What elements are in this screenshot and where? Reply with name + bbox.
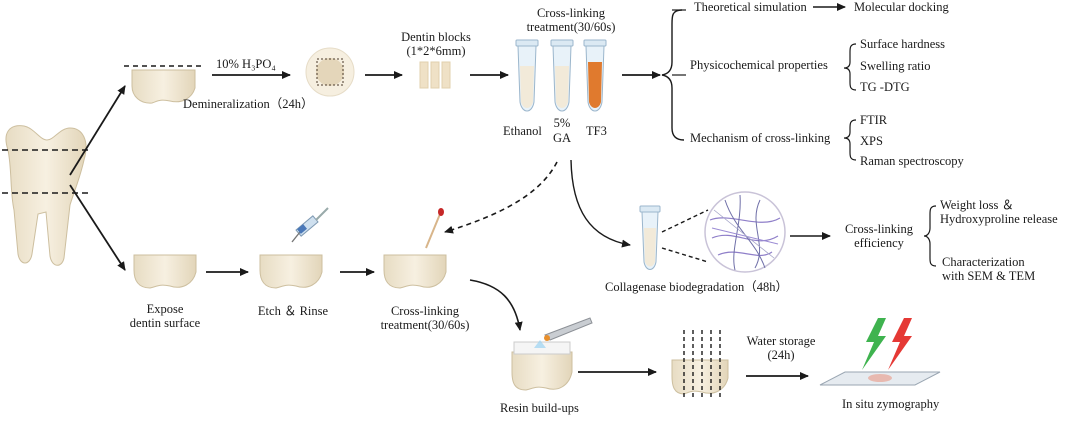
- arrow-to-collagenase: [570, 159, 631, 248]
- test-tube-icon: [583, 39, 607, 112]
- tf3-label: TF3: [586, 124, 607, 138]
- test-tube-icon: [639, 205, 661, 270]
- surface-hardness-label: Surface hardness: [860, 37, 946, 51]
- bracket-main: [661, 9, 685, 141]
- zoom-line-lower: [661, 247, 709, 263]
- arrow-to-resin: [469, 279, 523, 331]
- raman-label: Raman spectroscopy: [860, 154, 964, 168]
- mechanism-label: Mechanism of cross-linking: [690, 131, 831, 145]
- tooth-crown-icon: [131, 69, 196, 104]
- syringe-icon: [291, 207, 329, 243]
- expose-label-1: Expose: [146, 302, 184, 316]
- water-storage-label-1: Water storage: [746, 334, 816, 348]
- glass-slide-icon: [819, 371, 941, 386]
- tg-dtg-label: TG -DTG: [860, 80, 910, 94]
- crosslink-efficiency-label-1: Cross-linking: [844, 222, 914, 236]
- ethanol-label: Ethanol: [503, 124, 542, 138]
- tooth-crown-icon: [671, 359, 729, 395]
- crosslink-top-label-2: treatment(30/60s): [526, 20, 616, 34]
- resin-label: Resin build-ups: [500, 401, 579, 415]
- xps-label: XPS: [860, 134, 883, 148]
- dentin-blocks-label-1: Dentin blocks: [401, 30, 471, 44]
- ftir-label: FTIR: [860, 113, 888, 127]
- theoretical-simulation-label: Theoretical simulation: [694, 0, 807, 14]
- characterization-label-1: Characterization: [942, 255, 1025, 269]
- tooth-crown-icon: [383, 254, 447, 289]
- crosslink-efficiency-label-2: efficiency: [854, 236, 904, 250]
- dentin-disc-icon: [305, 47, 355, 97]
- weight-loss-label-2: Hydroxyproline release: [940, 212, 1058, 226]
- test-tube-icon: [550, 39, 574, 112]
- tooth-crown-icon: [133, 254, 197, 289]
- bracket-mechanism: [843, 119, 857, 161]
- in-situ-zymography-label: In situ zymography: [842, 397, 940, 411]
- weight-loss-label-1: Weight loss ＆: [940, 198, 1014, 212]
- collagen-fibers-icon: [704, 191, 786, 273]
- physicochemical-label: Physicochemical properties: [690, 58, 828, 72]
- swelling-ratio-label: Swelling ratio: [860, 59, 931, 73]
- demineralization-label: Demineralization（24h）: [183, 97, 314, 111]
- dentin-blocks-icon: [419, 61, 451, 89]
- collagenase-label: Collagenase biodegradation（48h）: [605, 280, 788, 294]
- crosslink-bottom-label-1: Cross-linking: [390, 304, 460, 318]
- lightning-bolt-icon: [888, 318, 912, 370]
- zoom-line-upper: [661, 209, 709, 233]
- arrow-to-demineralization: [69, 85, 126, 176]
- lightning-bolt-icon: [862, 318, 886, 370]
- molar-tooth-icon: [5, 125, 87, 266]
- arrow-to-expose: [69, 184, 126, 271]
- crosslink-bottom-label-2: treatment(30/60s): [380, 318, 470, 332]
- etch-rinse-label: Etch ＆ Rinse: [257, 304, 329, 318]
- ga-label-2: GA: [552, 131, 572, 145]
- dashed-arrow-to-treatment: [444, 161, 558, 234]
- expose-label-2: dentin surface: [129, 316, 201, 330]
- tooth-crown-icon: [511, 341, 573, 391]
- characterization-label-2: with SEM & TEM: [942, 269, 1036, 283]
- ga-label-1: 5%: [553, 116, 571, 130]
- test-tube-icon: [515, 39, 539, 112]
- curing-light-icon: [534, 317, 593, 348]
- molecular-docking-label: Molecular docking: [854, 0, 949, 14]
- h3po4-label: 10% H₃PO₄: [216, 57, 276, 71]
- bracket-efficiency: [923, 205, 937, 267]
- dentin-blocks-label-2: (1*2*6mm): [406, 44, 466, 58]
- brush-applicator-icon: [425, 208, 444, 249]
- bracket-physicochemical: [843, 43, 857, 91]
- tooth-crown-icon: [259, 254, 323, 289]
- section-lines: [683, 330, 721, 398]
- water-storage-label-2: (24h): [767, 348, 795, 362]
- crosslink-top-label-1: Cross-linking: [536, 6, 606, 20]
